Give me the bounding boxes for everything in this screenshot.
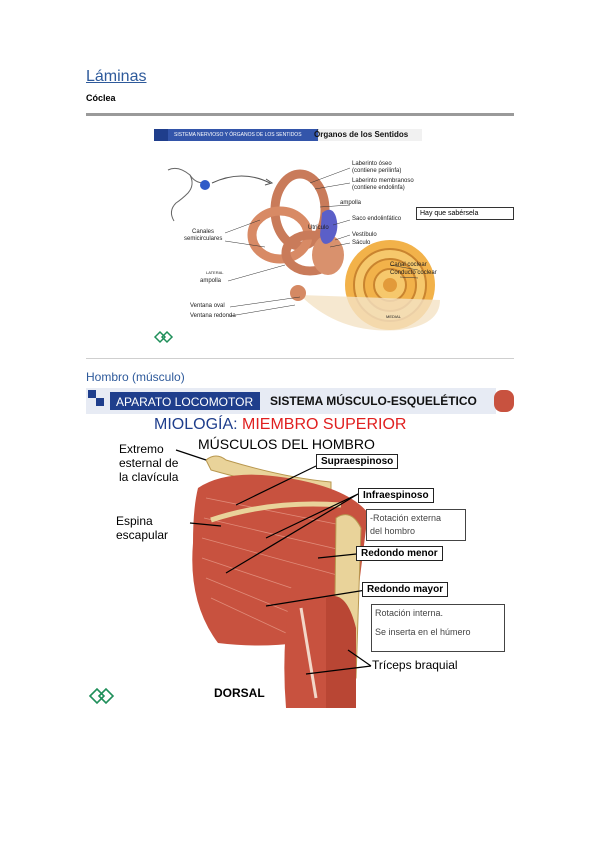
label-ampolla-bottom: ampolla [200, 278, 222, 284]
shoulder-figure: APARATO LOCOMOTOR SISTEMA MÚSCULO-ESQUEL… [86, 388, 516, 710]
label-espina-escapular: Espina escapular [116, 514, 169, 542]
cochlea-banner-right: Órganos de los Sentidos [314, 130, 409, 139]
box-supraespinoso: Supraespinoso [316, 454, 399, 469]
note-hay-que-sabersela: Hay que sabérsela [416, 207, 514, 220]
label-lateral: LATERAL [206, 270, 224, 275]
section-divider [86, 358, 514, 359]
miologia-rest: MIEMBRO SUPERIOR [242, 416, 407, 433]
label-ventana-redonda: Ventana redonda [190, 313, 236, 319]
cochlea-banner: SISTEMA NERVIOSO Y ÓRGANOS DE LOS SENTID… [154, 129, 422, 141]
label-ventana-oval: Ventana oval [190, 303, 225, 309]
shoulder-banner-left: APARATO LOCOMOTOR [116, 395, 254, 409]
label-medial: MEDIAL [386, 314, 401, 319]
cochlea-figure: SISTEMA NERVIOSO Y ÓRGANOS DE LOS SENTID… [150, 125, 515, 353]
label-dorsal: DORSAL [214, 686, 265, 700]
shoulder-banner: APARATO LOCOMOTOR SISTEMA MÚSCULO-ESQUEL… [86, 388, 496, 414]
label-ampolla-top: ampolla [340, 200, 362, 206]
label-conducto-coclear: Conducto coclear [390, 270, 437, 276]
muscle-icon [494, 390, 514, 412]
label-canales: Canales [192, 229, 215, 235]
box-redondo-menor: Redondo menor [356, 546, 443, 561]
shoulder-subtitle: MÚSCULOS DEL HOMBRO [198, 436, 375, 452]
label-laberinto-oseo: Laberinto óseo [352, 161, 392, 167]
miologia-prefix: MIOLOGÍA: [154, 416, 243, 433]
divider [86, 113, 514, 116]
inner-ear-illustration [153, 167, 440, 344]
label-vestibulo: Vestíbulo [352, 232, 377, 238]
label-canal-coclear: Canal coclear [390, 262, 427, 268]
label-utriculo: Utrículo [308, 225, 329, 231]
label-laberinto-oseo-note: (contiene perilinfa) [352, 168, 402, 174]
page-heading: Láminas [86, 68, 147, 85]
note-rotacion-externa: -Rotación externa del hombro [366, 509, 466, 541]
shoulder-banner-right: SISTEMA MÚSCULO-ESQUELÉTICO [270, 394, 477, 408]
label-triceps-braquial: Tríceps braquial [372, 658, 458, 672]
miologia-title: MIOLOGÍA: MIEMBRO SUPERIOR [154, 416, 406, 434]
label-extremo: Extremo esternal de la clavícula [119, 442, 179, 484]
label-laberinto-membranoso: Laberinto membranoso [352, 178, 414, 184]
page-subheading: Cóclea [86, 93, 116, 103]
label-saculo: Sáculo [352, 240, 371, 246]
label-semicirculares: semicirculares [184, 236, 223, 242]
box-redondo-mayor: Redondo mayor [362, 582, 449, 597]
shoulder-illustration [88, 449, 372, 708]
note-rotacion-interna: Rotación interna. Se inserta en el húmer… [371, 604, 505, 652]
shoulder-section-title: Hombro (músculo) [86, 370, 185, 384]
label-saco-endolinfatico: Saco endolinfático [352, 216, 402, 222]
label-laberinto-membranoso-note: (contiene endolinfa) [352, 185, 405, 191]
cochlea-banner-left: SISTEMA NERVIOSO Y ÓRGANOS DE LOS SENTID… [174, 132, 302, 138]
box-infraespinoso: Infraespinoso [358, 488, 434, 503]
